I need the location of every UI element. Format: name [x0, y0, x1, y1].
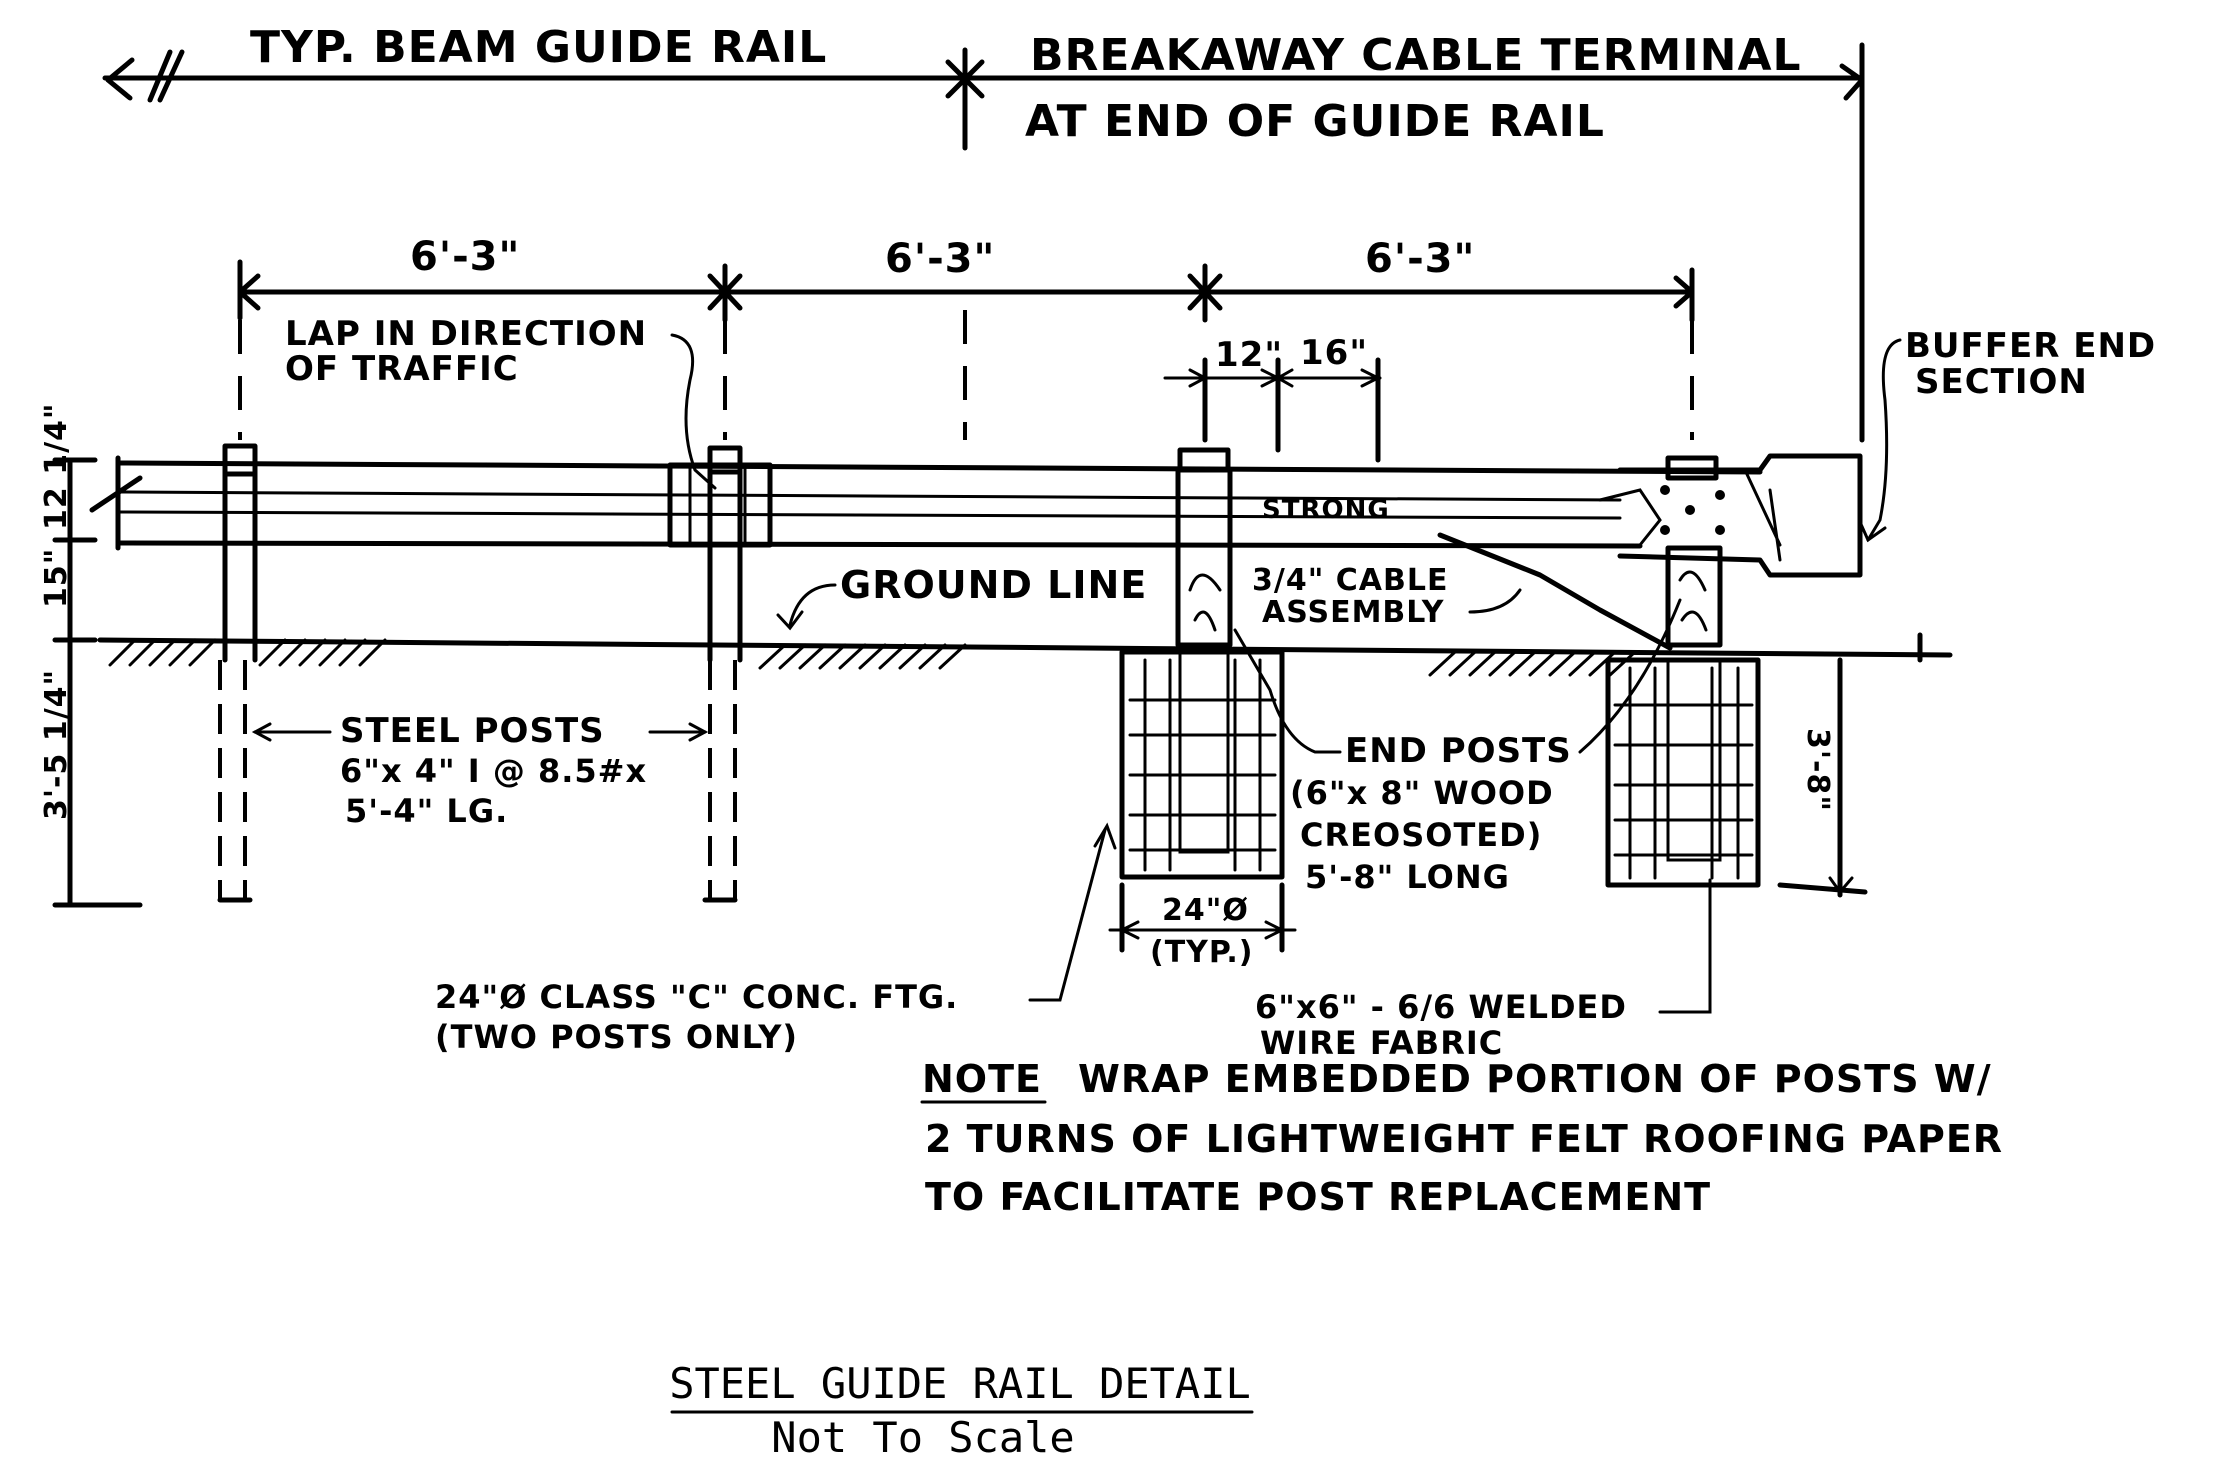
concrete-footing-label: 24"Ø CLASS "C" CONC. FTG.: [435, 978, 958, 1016]
lap-direction-label-2: OF TRAFFIC: [285, 349, 519, 389]
note-block: NOTE WRAP EMBEDDED PORTION OF POSTS W/ 2…: [920, 1057, 2003, 1219]
ground-line-label: GROUND LINE: [840, 563, 1147, 607]
typ-beam-guide-rail-label: TYP. BEAM GUIDE RAIL: [250, 22, 827, 73]
left-vertical-dimensions: 12 1/4" 15" 3'-5 1/4": [39, 402, 143, 908]
cable-assembly: 3/4" CABLE ASSEMBLY: [1252, 532, 1673, 651]
footing-dia-label: 24"Ø: [1162, 893, 1249, 928]
breakaway-terminal-label: BREAKAWAY CABLE TERMINAL: [1030, 30, 1802, 81]
cable-label-2: ASSEMBLY: [1262, 595, 1445, 630]
span-2-dimension: 6'-3": [885, 236, 995, 282]
note-label: NOTE: [922, 1057, 1042, 1101]
end-post-2: [1665, 455, 1723, 648]
lap-direction-label: LAP IN DIRECTION: [285, 314, 647, 354]
guide-rail-beam: STRONG: [89, 453, 1863, 578]
wire-fabric-label-2: WIRE FABRIC: [1260, 1024, 1503, 1062]
span-dimensions: 6'-3" 6'-3" 6'-3" 12" 16": [237, 234, 1695, 463]
steel-post-1: [217, 443, 258, 903]
caption: STEEL GUIDE RAIL DETAIL Not To Scale: [669, 1359, 1254, 1462]
steel-posts-label-3: 5'-4" LG.: [345, 792, 508, 830]
strong-label: STRONG: [1262, 495, 1390, 525]
rail-above-ground-dimension: 15": [39, 548, 74, 608]
breakaway-terminal-label-2: AT END OF GUIDE RAIL: [1025, 96, 1605, 147]
steel-posts-label: STEEL POSTS: [340, 711, 605, 751]
dim-12-inch: 12": [1215, 335, 1283, 375]
span-1-dimension: 6'-3": [410, 234, 520, 280]
concrete-footing-2: [1605, 657, 1761, 888]
drawing-subtitle: Not To Scale: [771, 1413, 1074, 1462]
steel-post-2: [702, 445, 743, 903]
concrete-footing-1: [1119, 649, 1285, 880]
steel-posts-label-2: 6"x 4" I @ 8.5#x: [340, 752, 647, 790]
note-line-3: TO FACILITATE POST REPLACEMENT: [925, 1175, 1711, 1219]
wire-fabric-label: 6"x6" - 6/6 WELDED: [1255, 988, 1627, 1026]
post-embed-dimension: 3'-5 1/4": [39, 669, 74, 820]
end-posts-label: END POSTS: [1345, 731, 1572, 771]
end-posts-label-2: (6"x 8" WOOD: [1290, 774, 1554, 812]
footing-depth-label: 3'-8": [1800, 728, 1835, 812]
footing-dia-typ-label: (TYP.): [1150, 935, 1254, 970]
end-posts-label-4: 5'-8" LONG: [1305, 858, 1510, 896]
top-dimension-line: TYP. BEAM GUIDE RAIL BREAKAWAY CABLE TER…: [102, 22, 1865, 443]
end-post-1: [1175, 447, 1233, 648]
span-3-dimension: 6'-3": [1365, 236, 1475, 282]
note-line-2: 2 TURNS OF LIGHTWEIGHT FELT ROOFING PAPE…: [925, 1117, 2003, 1161]
concrete-footing-label-2: (TWO POSTS ONLY): [435, 1018, 798, 1056]
ground-line: GROUND LINE: [97, 563, 1953, 677]
end-posts-label-3: CREOSOTED): [1300, 816, 1542, 854]
footing-depth-dimension: 3'-8": [1777, 657, 1868, 898]
buffer-end-label-2: SECTION: [1915, 362, 2088, 402]
drawing-title: STEEL GUIDE RAIL DETAIL: [669, 1359, 1251, 1408]
note-line-1: WRAP EMBEDDED PORTION OF POSTS W/: [1078, 1057, 1992, 1101]
cable-label: 3/4" CABLE: [1252, 563, 1449, 598]
footing-diameter-dimension: 24"Ø (TYP.): [1108, 882, 1297, 970]
buffer-end-label: BUFFER END: [1905, 326, 2156, 366]
rail-height-dimension: 12 1/4": [39, 402, 74, 530]
dim-16-inch: 16": [1300, 333, 1368, 373]
